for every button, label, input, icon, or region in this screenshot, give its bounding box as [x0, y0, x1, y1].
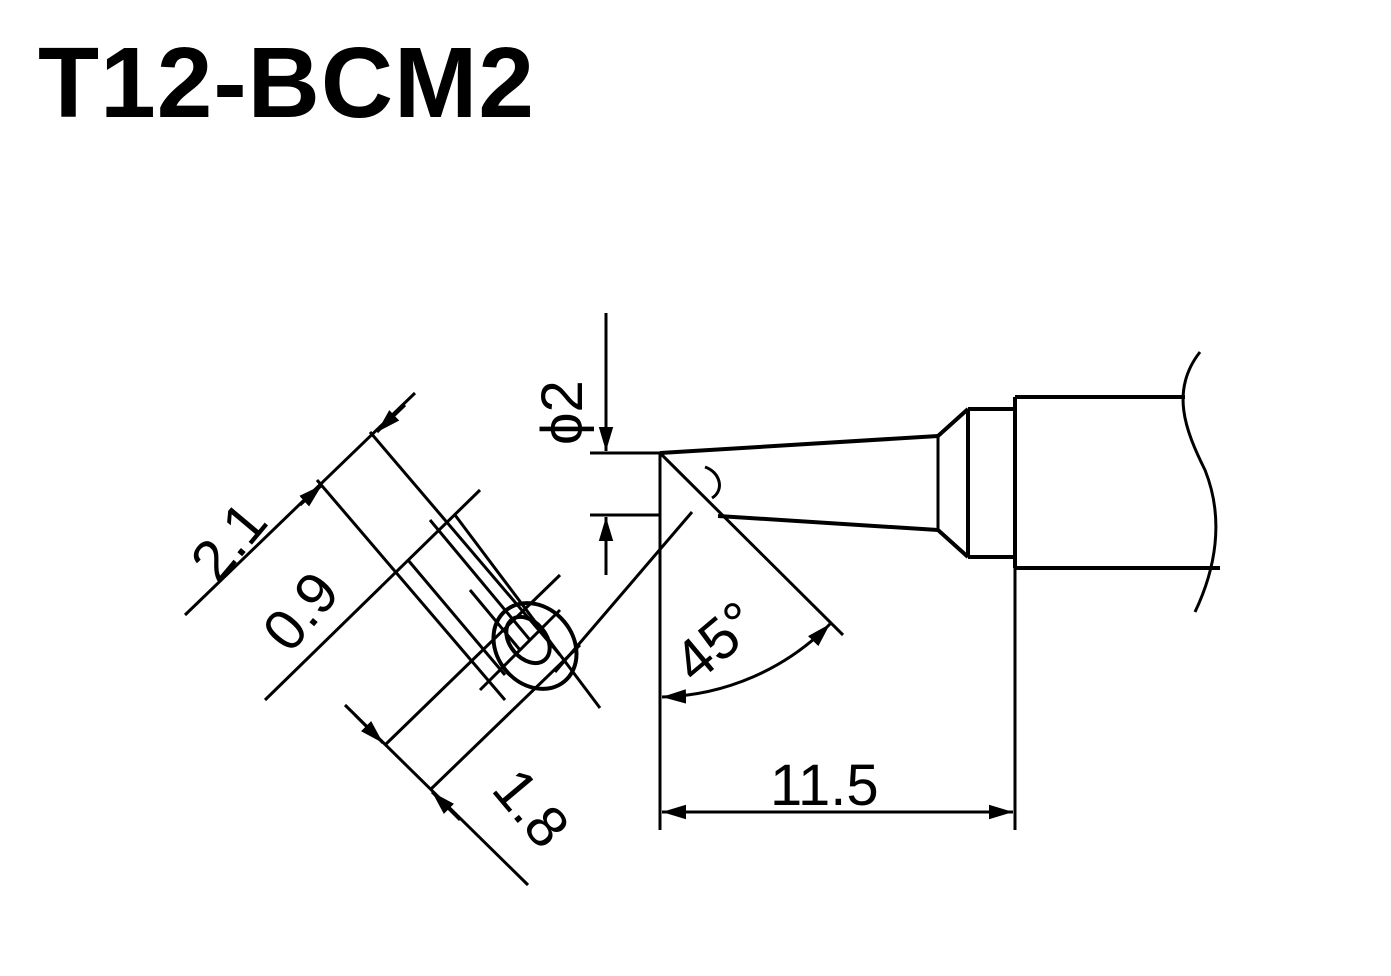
tip-profile	[659, 351, 1220, 613]
dim-1-8-label: 1.8	[480, 757, 582, 861]
diameter-label: ϕ2	[530, 380, 595, 445]
length-label: 11.5	[770, 753, 879, 818]
angle-label: 45°	[662, 589, 771, 695]
dim-2-1-label: 2.1	[178, 490, 280, 594]
break-line	[1181, 351, 1218, 613]
diameter-dimension: ϕ2	[530, 313, 660, 575]
length-dimension: 11.5	[662, 568, 1017, 830]
dim-0-9-label: 0.9	[250, 560, 352, 664]
model-title: T12-BCM2	[38, 27, 535, 139]
tip-end-view: 2.1 0.9 1.8	[178, 391, 694, 887]
